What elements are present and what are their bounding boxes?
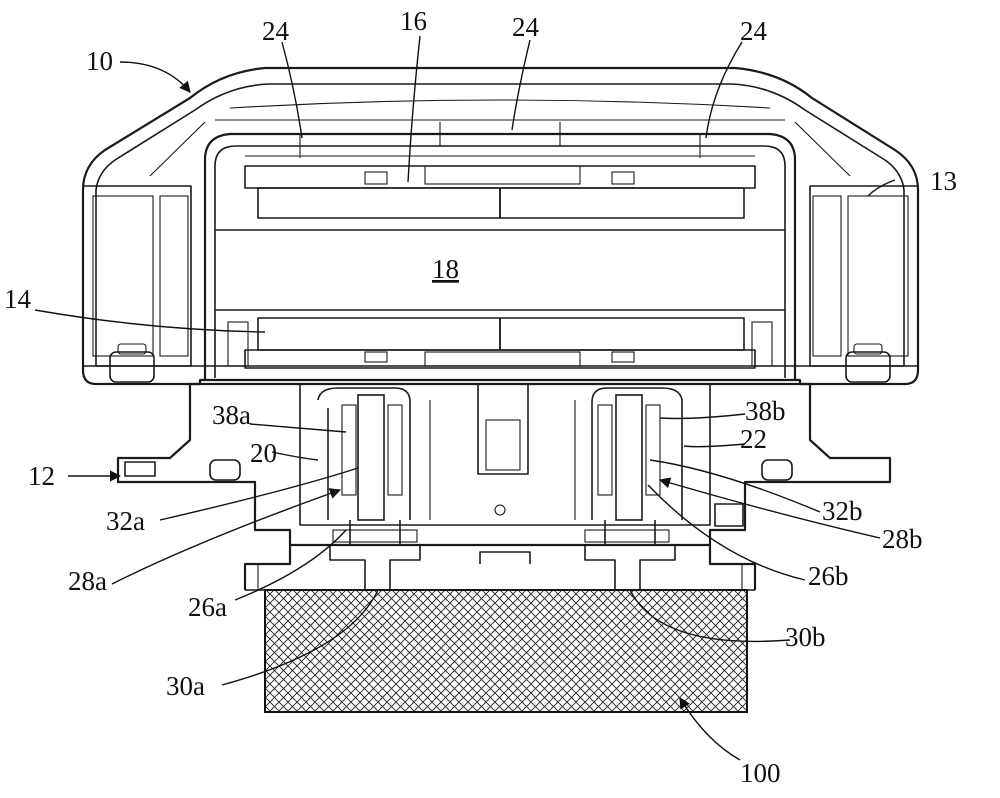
base-plate — [116, 382, 892, 547]
mounting-block — [264, 589, 748, 713]
label-26b: 26b — [808, 561, 849, 591]
label-38a: 38a — [212, 400, 251, 430]
connector-body — [299, 383, 711, 526]
label-38b: 38b — [745, 396, 786, 426]
lower-magnet-assembly — [227, 317, 773, 369]
label-26a: 26a — [188, 592, 227, 622]
label-30a: 30a — [166, 671, 205, 701]
label-22: 22 — [740, 424, 767, 454]
label-18: 18 — [432, 254, 459, 284]
inner-frame — [203, 122, 797, 380]
label-28b: 28b — [882, 524, 923, 554]
label-20: 20 — [250, 438, 277, 468]
terminal-assembly-a — [317, 387, 421, 590]
outer-housing — [81, 66, 920, 386]
upper-magnet-assembly — [244, 155, 756, 219]
coil-region — [215, 229, 785, 311]
label-24-left: 24 — [262, 16, 290, 46]
terminal-assembly-b — [584, 387, 683, 590]
label-14: 14 — [4, 284, 32, 314]
label-13: 13 — [930, 166, 957, 196]
label-24-center: 24 — [512, 12, 540, 42]
label-12: 12 — [28, 461, 55, 491]
leader-lines — [34, 35, 896, 761]
label-32b: 32b — [822, 496, 863, 526]
label-30b: 30b — [785, 622, 826, 652]
label-28a: 28a — [68, 566, 107, 596]
label-16: 16 — [400, 6, 427, 36]
label-32a: 32a — [106, 506, 145, 536]
label-100: 100 — [740, 758, 781, 788]
reference-labels: 10 24 16 24 24 13 18 14 38a 20 12 32a 28… — [4, 6, 957, 788]
label-10: 10 — [86, 46, 113, 76]
label-24-right: 24 — [740, 16, 768, 46]
